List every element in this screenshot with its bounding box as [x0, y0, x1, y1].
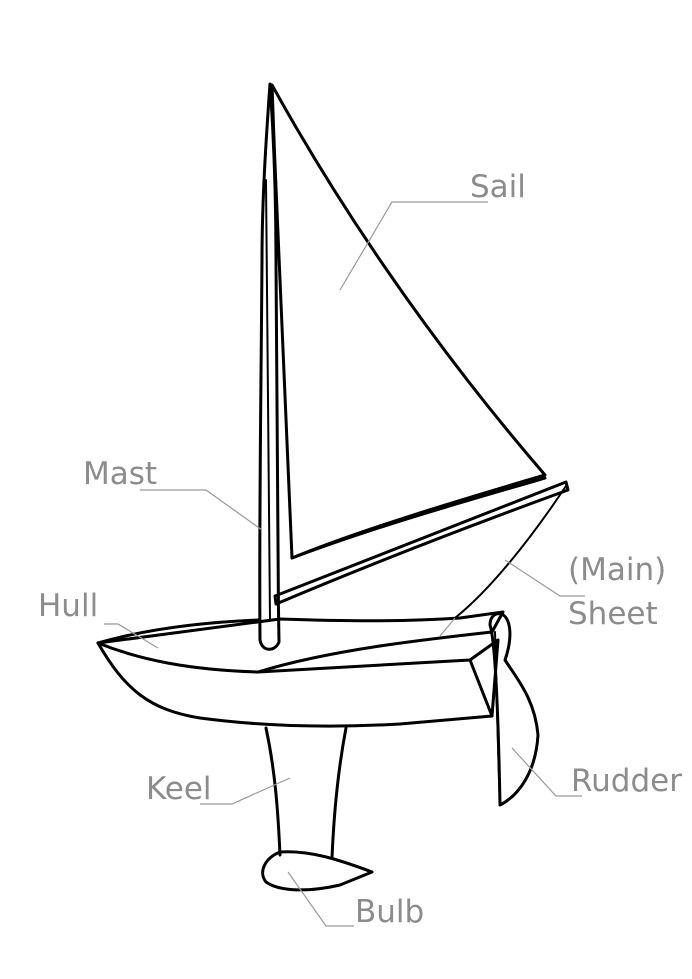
hull-shape — [96, 610, 505, 728]
keel-label: Keel — [146, 771, 212, 807]
rudder-label: Rudder — [571, 763, 682, 799]
bulb-shape — [261, 850, 374, 892]
hull-leader — [104, 623, 159, 649]
sheet-label-main: (Main) — [568, 552, 666, 588]
mast-leader — [140, 489, 263, 531]
sheet-leader-tip — [439, 617, 456, 637]
keel-leader — [200, 777, 291, 805]
sail-label: Sail — [470, 169, 526, 205]
sail-shape — [270, 83, 547, 560]
boom-shape — [273, 480, 570, 606]
sheet-line — [454, 485, 567, 619]
rudder-shape — [488, 612, 540, 807]
hull-label: Hull — [38, 588, 98, 624]
mast-label: Mast — [83, 456, 157, 492]
bulb-leader — [287, 871, 354, 927]
keel-shape — [264, 726, 348, 860]
sheet-leader — [504, 559, 585, 597]
sail-leader — [339, 201, 488, 291]
mast-shape — [258, 82, 281, 651]
sheet-label: Sheet — [568, 596, 658, 632]
bulb-label: Bulb — [355, 894, 424, 930]
rudder-leader — [511, 747, 582, 797]
